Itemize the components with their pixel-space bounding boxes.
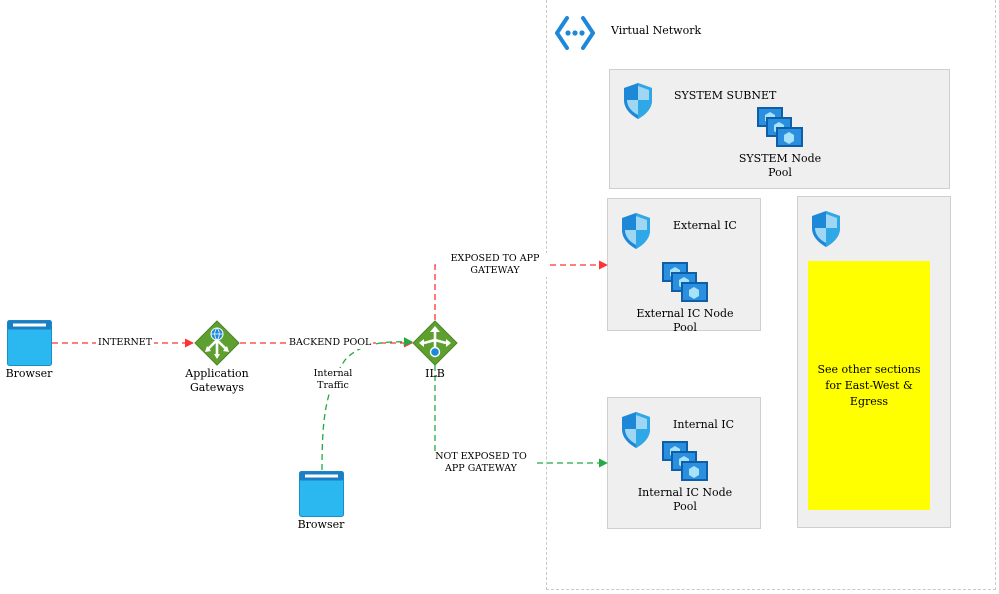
backend-pool-label: BACKEND POOL	[287, 337, 374, 349]
internal-traffic-connector	[321, 337, 413, 471]
browser-icon[interactable]	[299, 471, 344, 517]
node-pool-icon	[662, 441, 708, 481]
application-gateway-icon[interactable]	[194, 320, 240, 366]
browser-icon[interactable]	[7, 320, 52, 366]
external-ic-title: External IC	[673, 219, 737, 232]
internal-ic-title: Internal IC	[673, 418, 735, 431]
browser-bottom-label: Browser	[297, 518, 345, 531]
not-exposed-connector	[434, 365, 608, 468]
not-exposed-label: NOT EXPOSED TO APP GATEWAY	[426, 451, 536, 475]
external-node-pool-label: External IC Node Pool	[636, 307, 734, 334]
virtual-network-icon	[555, 16, 595, 50]
other-sections-note: See other sections for East-West & Egres…	[808, 261, 930, 510]
exposed-label: EXPOSED TO APP GATEWAY	[440, 253, 550, 277]
internet-label: INTERNET	[96, 337, 155, 349]
system-subnet-title: SYSTEM SUBNET	[674, 89, 777, 102]
load-balancer-icon[interactable]	[412, 320, 458, 366]
shield-icon	[622, 213, 650, 249]
virtual-network-title: Virtual Network	[611, 24, 702, 37]
application-gateway-label: Application Gateways	[185, 367, 249, 394]
virtual-network-container	[546, 0, 996, 590]
shield-icon	[624, 83, 652, 119]
internal-node-pool-label: Internal IC Node Pool	[637, 486, 733, 513]
exposed-connector	[434, 260, 608, 320]
node-pool-icon	[662, 262, 708, 302]
ilb-label: ILB	[425, 367, 445, 380]
shield-icon	[622, 412, 650, 448]
system-node-pool-label: SYSTEM Node Pool	[738, 152, 822, 179]
browser-left-label: Browser	[5, 367, 53, 380]
internal-traffic-label: Internal Traffic	[308, 368, 358, 392]
node-pool-icon	[757, 107, 803, 147]
shield-icon	[812, 211, 840, 247]
